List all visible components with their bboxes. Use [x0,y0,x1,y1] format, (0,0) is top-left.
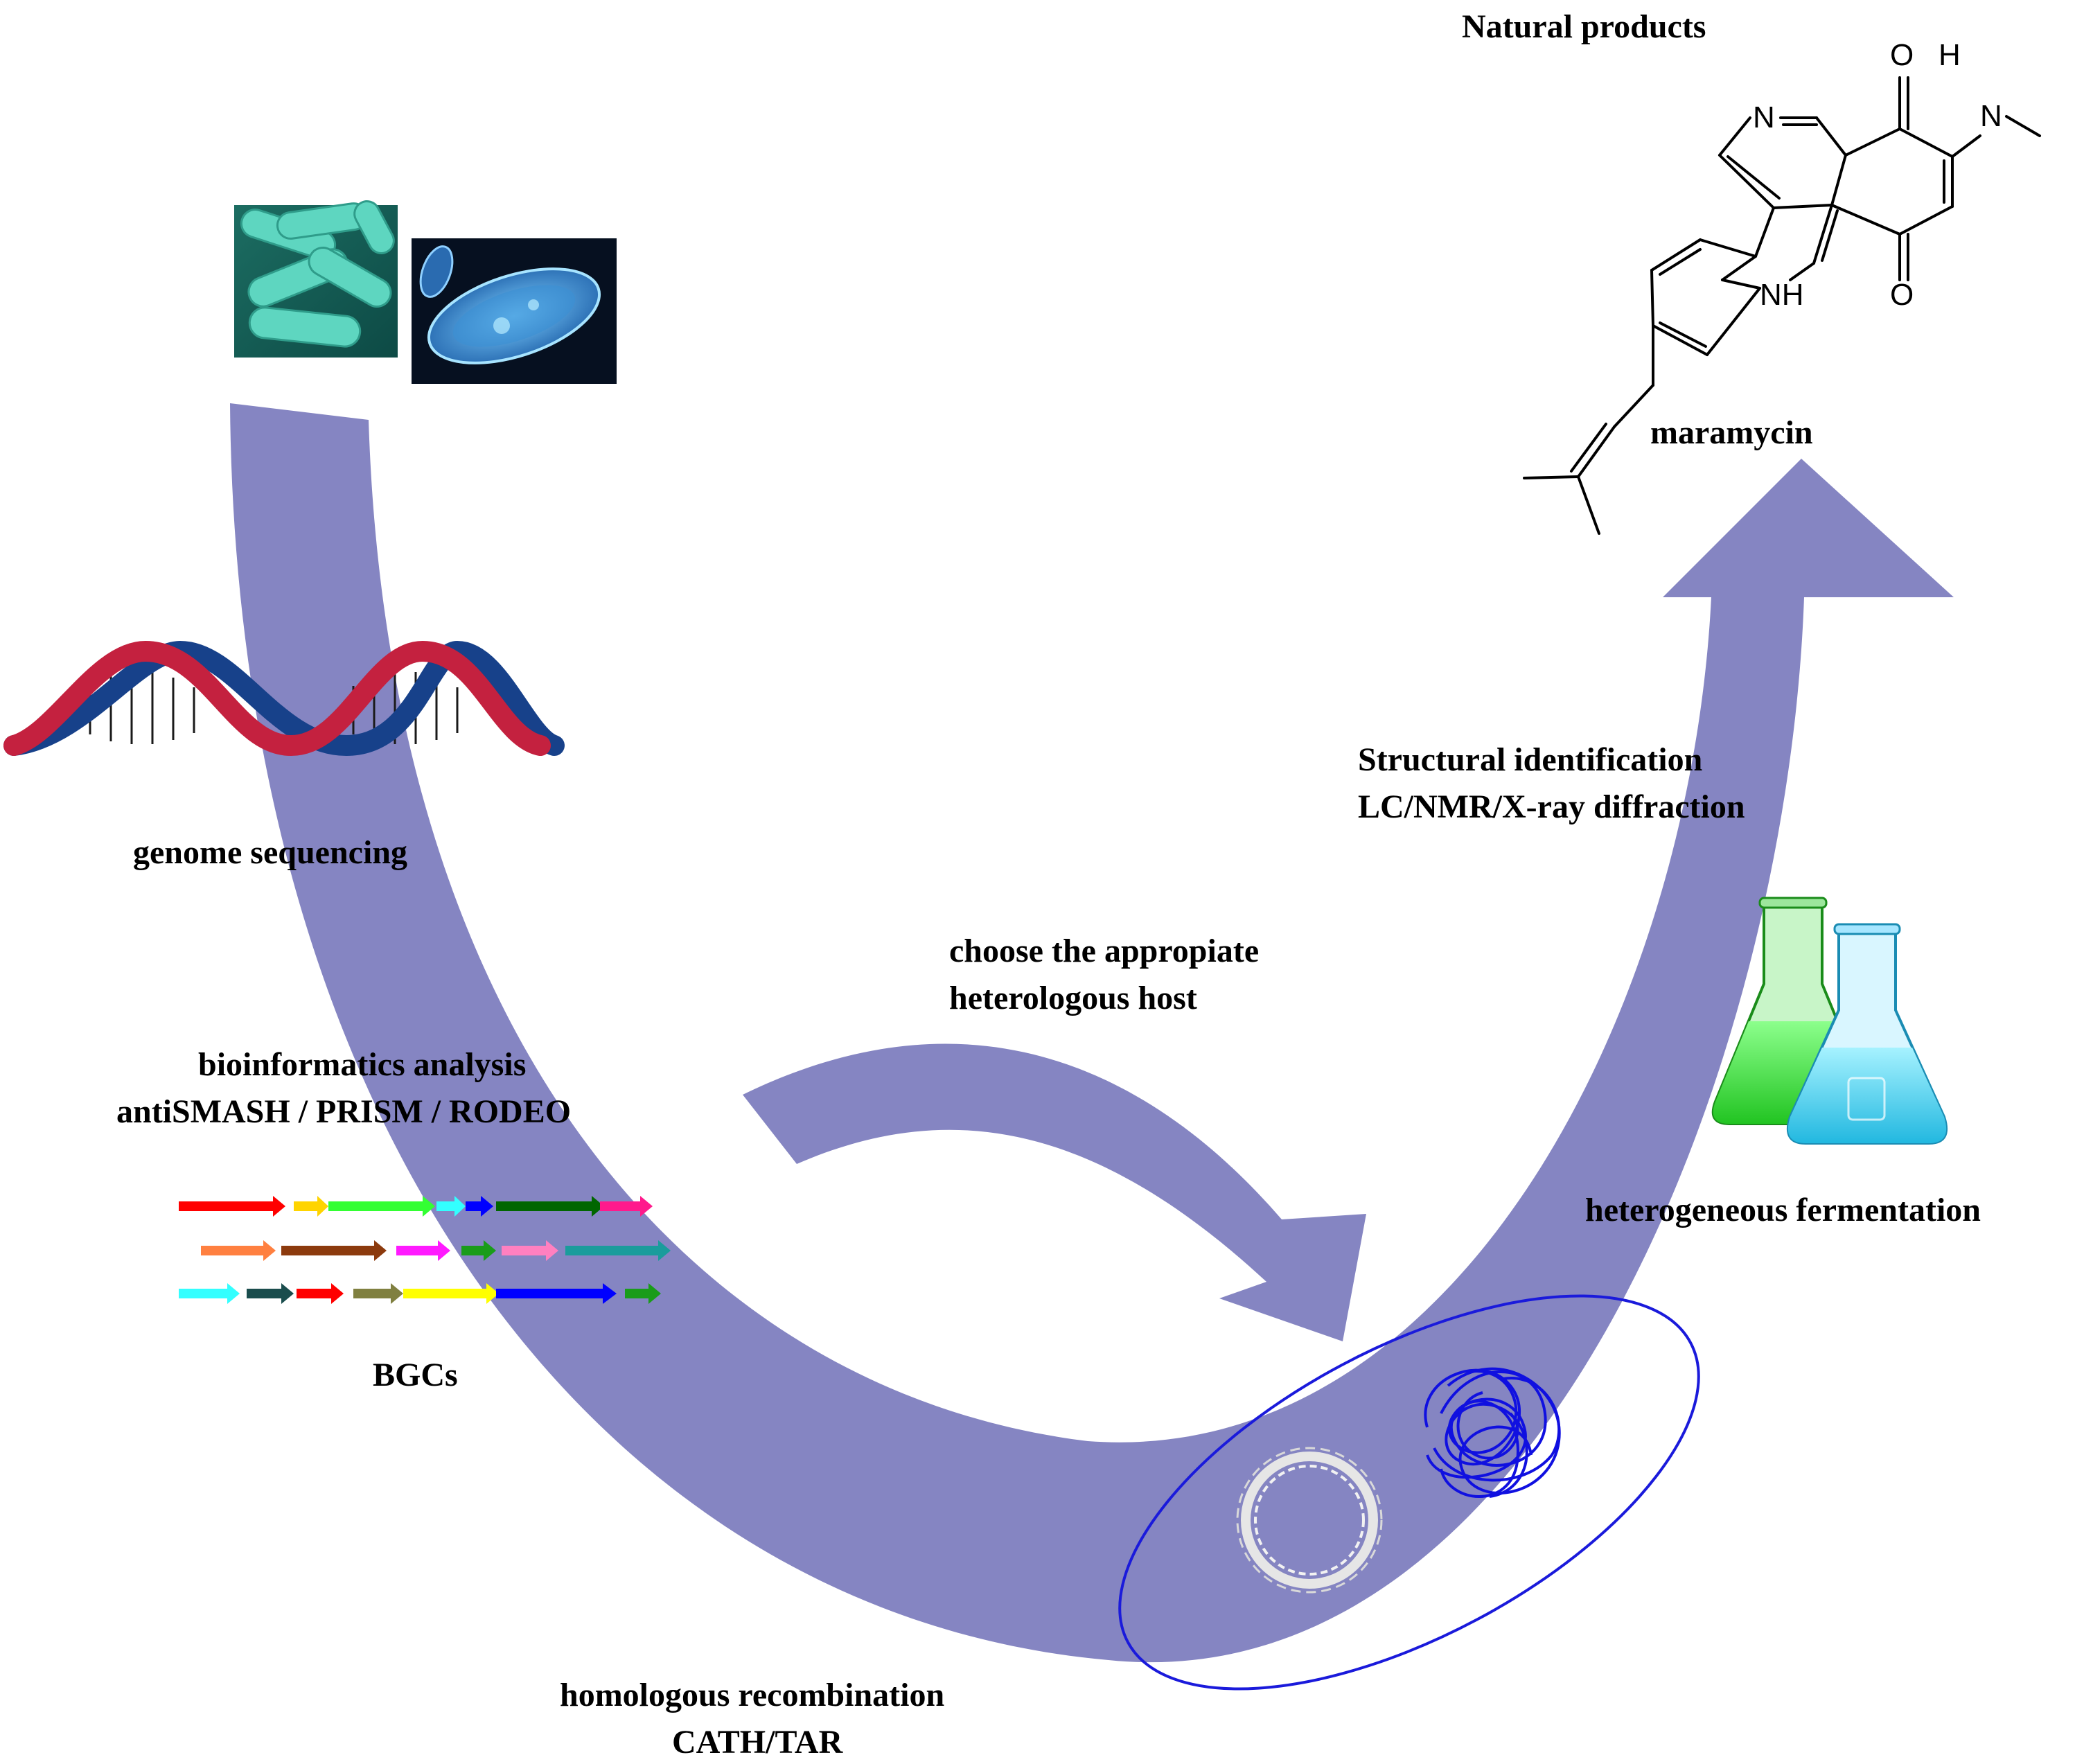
cath-tar-label: CATH/TAR [672,1724,844,1761]
bioinformatics-tools-label: antiSMASH / PRISM / RODEO [116,1093,571,1130]
gene-row-3 [179,1283,661,1304]
atom-amine-h: H [1939,38,1961,72]
gene-row-2 [201,1240,671,1261]
chromosome-tangle-icon [1424,1367,1561,1498]
homologous-recombination-label: homologous recombination [560,1677,944,1713]
erlenmeyer-flask-icon [1711,897,1948,1145]
choose-host-arrow [743,1043,1366,1341]
atom-carbonyl-top: O [1890,38,1914,72]
structural-identification-label: Structural identification [1358,741,1702,778]
bacteria-rods-image [234,200,398,358]
atom-carbonyl-bottom: O [1890,278,1914,312]
maramycin-label: maramycin [1650,414,1813,451]
bgcs-label: BGCs [373,1357,458,1393]
heterologous-host-label: heterologous host [949,980,1197,1016]
plasmid-ring-icon [1236,1447,1383,1594]
atom-amine-n: N [1980,99,2002,133]
host-cell-ellipse [1118,1294,1700,1691]
atom-indole-nh: NH [1760,278,1804,312]
bacterium-cell-image [412,238,617,384]
dna-helix-icon [3,640,565,757]
fermentation-label: heterogeneous fermentation [1585,1192,1981,1228]
atom-ring-nitrogen: N [1753,100,1775,134]
analysis-methods-label: LC/NMR/X-ray diffraction [1358,788,1745,825]
gene-cluster-arrows [179,1196,671,1304]
choose-host-label: choose the appropiate [949,933,1259,969]
gene-row-1 [179,1196,653,1217]
main-flow-arrow [230,403,1954,1663]
maramycin-structure: O O N H N NH [1523,38,2041,535]
genome-sequencing-label: genome sequencing [133,834,407,871]
cyan-flask [1786,923,1948,1145]
bioinformatics-label: bioinformatics analysis [198,1046,526,1083]
natural-products-label: Natural products [1462,8,1706,45]
